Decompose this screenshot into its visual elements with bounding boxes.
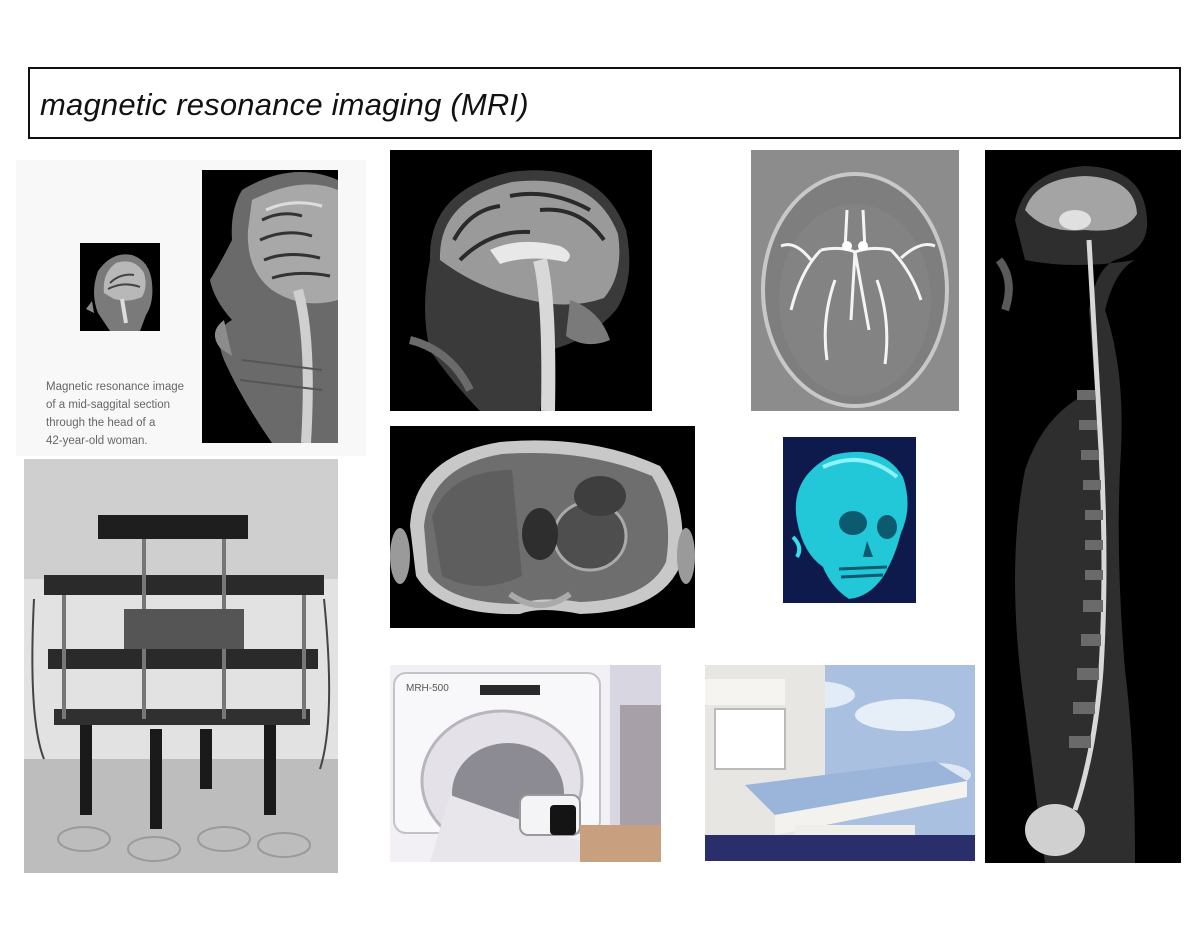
brain-sagittal-mri — [390, 150, 652, 411]
early-mri-apparatus-photo — [24, 459, 338, 873]
image-caption: Magnetic resonance image of a mid-saggit… — [46, 381, 185, 447]
full-body-spine-sagittal — [985, 150, 1181, 863]
slide-title: magnetic resonance imaging (MRI) — [40, 87, 529, 122]
mri-scanner-photo: MRH-500 — [390, 665, 661, 862]
skull-3d-render — [783, 437, 916, 603]
small-head-scan-thumbnail — [80, 243, 160, 331]
head-sagittal-closeup — [202, 170, 338, 443]
abdomen-axial-mri — [390, 426, 695, 628]
title-box: magnetic resonance imaging (MRI) — [28, 67, 1181, 139]
open-mri-scanner-photo — [705, 665, 975, 861]
svg-text:MRH-500: MRH-500 — [406, 683, 449, 694]
brain-angiography — [751, 150, 959, 411]
